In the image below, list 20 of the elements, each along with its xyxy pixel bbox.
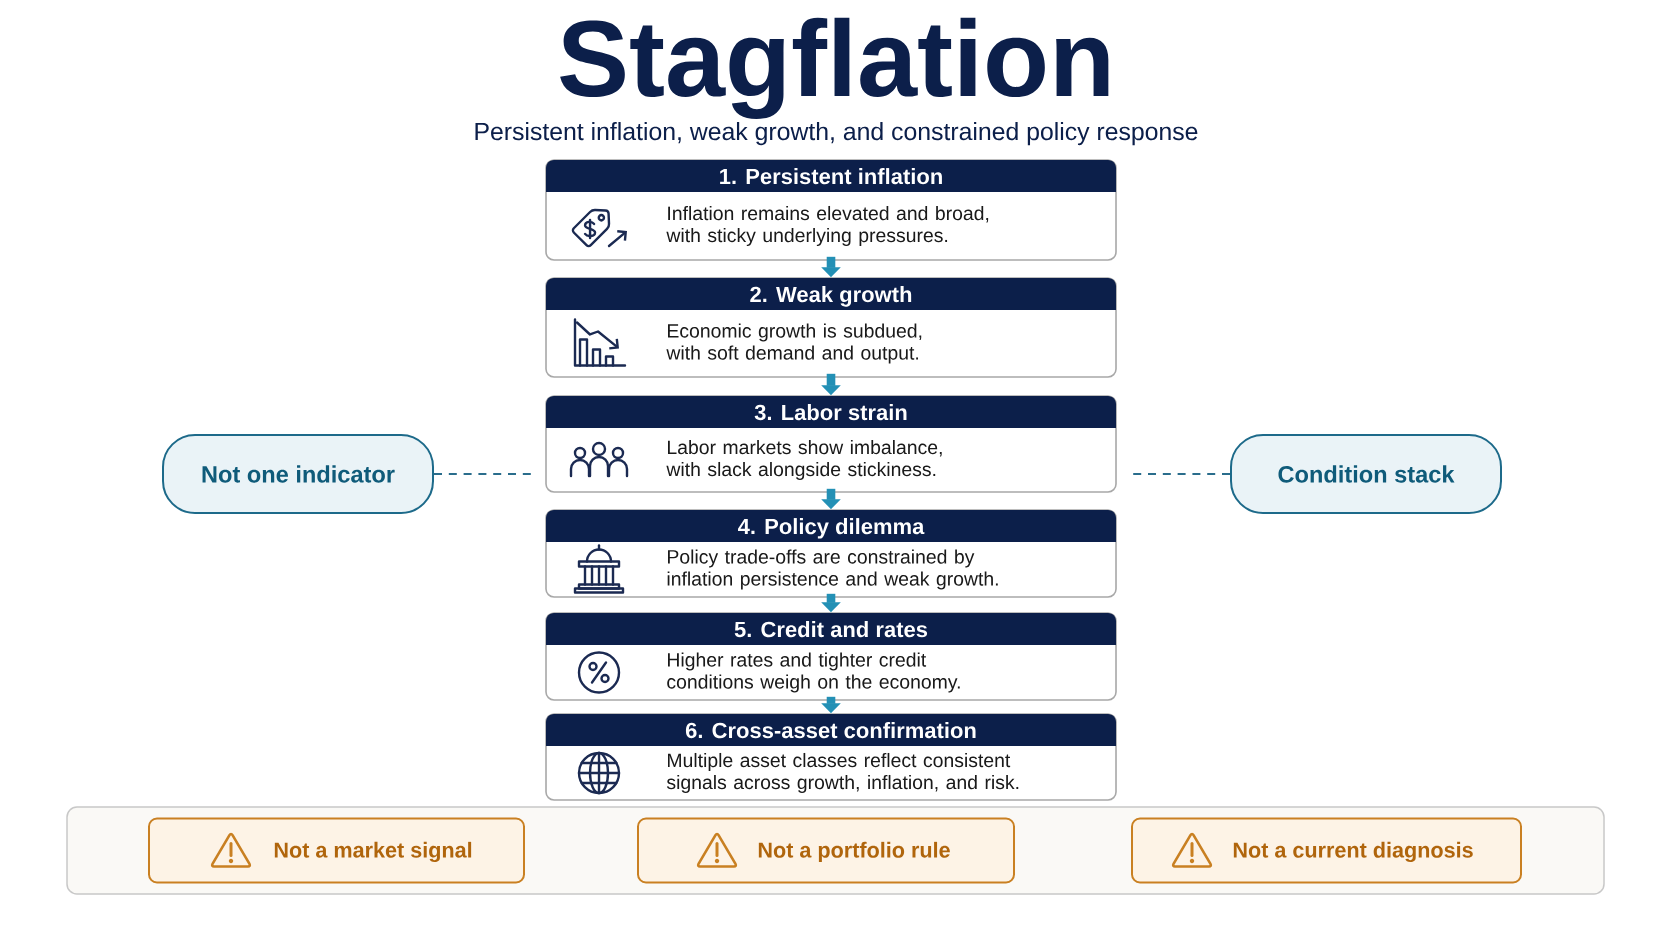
header-bar: 5. Credit and rates bbox=[546, 613, 1116, 645]
step-description: Multiple asset classes reflect consistent signals across growth, inflation, and risk. bbox=[666, 752, 1019, 794]
warning-box: Not a current diagnosis bbox=[1131, 817, 1522, 884]
header-bar: 4. Policy dilemma bbox=[546, 510, 1116, 542]
step-description: Policy trade-offs are constrained by inflation persistence and weak growth. bbox=[667, 549, 998, 590]
warning-box: Not a market signal bbox=[148, 817, 525, 884]
title: Stagflation bbox=[560, 17, 1109, 119]
pill-label: Condition stack bbox=[1230, 434, 1502, 514]
warning-box: Not a portfolio rule bbox=[637, 817, 1015, 884]
step-description: Labor markets show imbalance, with slack alongside stickiness. bbox=[666, 439, 942, 481]
header-bar: 2. Weak growth bbox=[546, 278, 1116, 310]
dashed-line bbox=[434, 472, 532, 476]
header-bar: 6. Cross-asset confirmation bbox=[546, 714, 1116, 746]
header-bar: 1. Persistent inflation bbox=[546, 160, 1116, 192]
step-description: Economic growth is subdued, with soft demand and output. bbox=[666, 323, 922, 364]
dashed-line bbox=[1130, 472, 1230, 476]
step-description: Higher rates and tighter credit conditions weigh on the economy. bbox=[667, 652, 960, 693]
step-description: Inflation remains elevated and broad, with sticky underlying pressures. bbox=[666, 205, 989, 247]
header-bar: 3. Labor strain bbox=[546, 396, 1116, 428]
pill-label: Not one indicator bbox=[162, 434, 434, 514]
